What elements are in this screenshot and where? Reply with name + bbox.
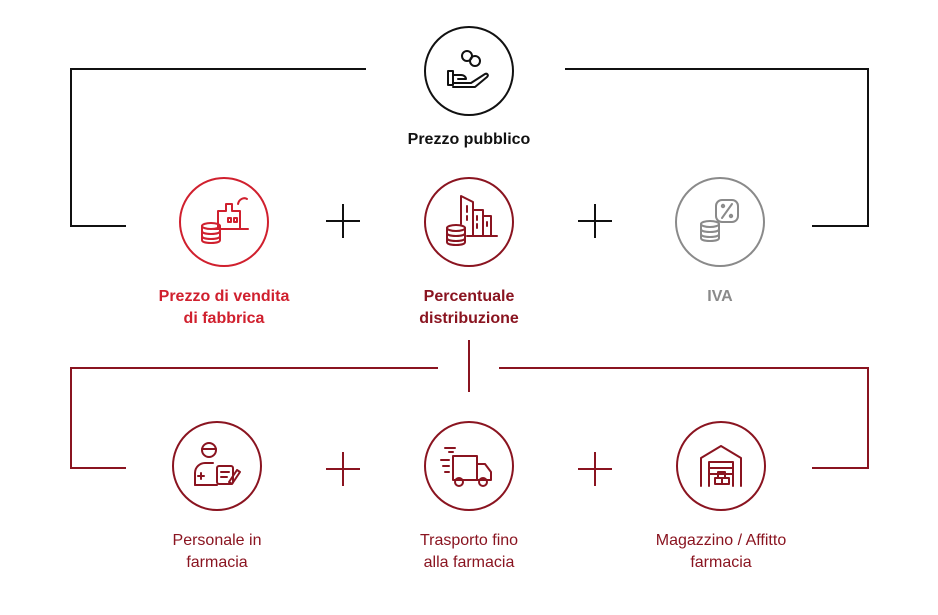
bottom-bracket-left xyxy=(70,367,438,469)
plus-icon xyxy=(578,452,612,486)
middle-label-1-line-1: Prezzo di vendita xyxy=(158,288,290,305)
plus-icon xyxy=(326,452,360,486)
plus-icon xyxy=(578,204,612,238)
middle-label-2-line-1: Percentuale xyxy=(423,288,515,305)
delivery-truck-icon xyxy=(424,421,514,511)
hand-coins-icon xyxy=(424,26,514,116)
bottom-label-2: Trasporto fino alla farmacia xyxy=(359,530,579,574)
middle-label-1: Prezzo di vendita di fabbrica xyxy=(114,286,334,330)
bottom-label-3-line-1: Magazzino / Affitto xyxy=(655,532,787,549)
bottom-label-1-line-1: Personale in xyxy=(172,532,262,549)
buildings-coins-icon xyxy=(424,177,514,267)
top-bracket-right xyxy=(565,68,869,227)
middle-label-3-line-1: IVA xyxy=(707,288,733,305)
middle-label-2-line-2: distribuzione xyxy=(419,310,519,327)
bottom-label-2-line-1: Trasporto fino xyxy=(419,532,519,549)
top-bracket-left xyxy=(70,68,366,227)
bottom-label-1-line-2: farmacia xyxy=(186,554,248,571)
pharmacist-icon xyxy=(172,421,262,511)
bottom-label-3: Magazzino / Affitto farmacia xyxy=(611,530,831,574)
middle-label-3: IVA xyxy=(610,286,830,308)
middle-label-1-line-2: di fabbrica xyxy=(183,310,265,327)
percent-coins-icon xyxy=(675,177,765,267)
factory-coins-icon xyxy=(179,177,269,267)
bottom-bracket-right xyxy=(499,367,869,469)
bottom-label-3-line-2: farmacia xyxy=(690,554,752,571)
middle-label-2: Percentuale distribuzione xyxy=(359,286,579,330)
warehouse-icon xyxy=(676,421,766,511)
bottom-label-2-line-2: alla farmacia xyxy=(423,554,515,571)
plus-icon xyxy=(326,204,360,238)
bottom-label-1: Personale in farmacia xyxy=(107,530,327,574)
top-label: Prezzo pubblico xyxy=(407,131,531,148)
